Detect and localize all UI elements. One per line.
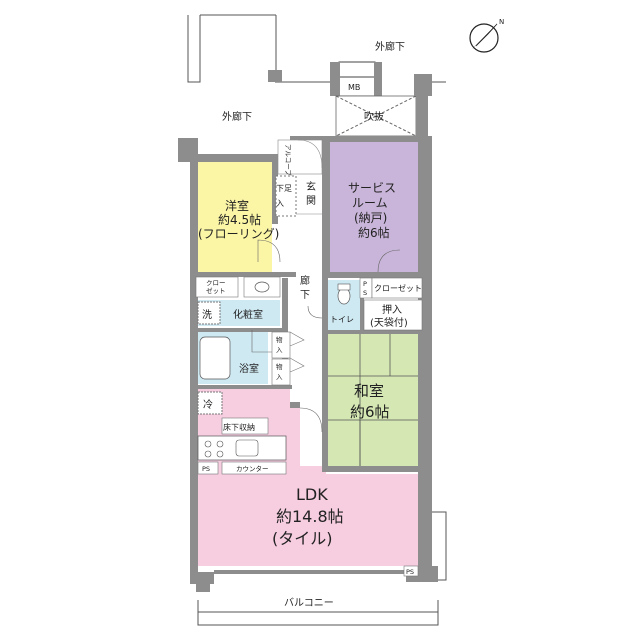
ps-label-s: S	[363, 289, 367, 297]
counter-bar	[221, 461, 287, 475]
underfloor-storage	[221, 417, 269, 435]
underfloor-label: 床下収納	[223, 422, 255, 432]
ps-box-balcony	[403, 565, 419, 577]
meter-box: MB	[330, 61, 382, 97]
kitchen-counter	[197, 435, 287, 461]
storage-1	[271, 331, 291, 359]
bathtub-icon	[199, 336, 231, 380]
service-room-name-1: サービス	[348, 181, 396, 195]
shoe-cabinet	[275, 175, 297, 217]
entrance-label-1: 玄	[306, 180, 316, 193]
western-room	[196, 162, 272, 272]
ldk-floor: (タイル)	[272, 529, 333, 548]
service-room-note: (納戸)	[354, 211, 387, 225]
storage-2-label-a: 物	[276, 362, 283, 371]
north-arrow-icon: N	[469, 18, 504, 53]
ps-label-kitchen: PS	[202, 465, 210, 473]
stove-icon	[204, 440, 224, 458]
washer-label: 洗	[202, 309, 212, 321]
service-room-size: 約6帖	[358, 225, 390, 240]
western-room-name: 洋室	[225, 198, 249, 213]
fridge-space	[197, 391, 223, 415]
vanity-sink	[243, 276, 281, 298]
corridor-label-left: 外廊下	[222, 110, 252, 123]
service-room	[330, 140, 418, 274]
toilet-tank-icon	[337, 283, 351, 291]
shoe-label-2: 入	[276, 199, 284, 208]
sink-icon	[254, 281, 270, 293]
service-door-swing	[377, 249, 401, 273]
void-label: 吹抜	[364, 110, 384, 123]
counter-label: カウンター	[236, 464, 269, 473]
service-room-name-2: ルーム	[352, 196, 388, 210]
western-room-floor: (フローリング)	[198, 227, 279, 241]
closet-left-label-2: ゼット	[206, 286, 226, 295]
japanese-room-name: 和室	[354, 382, 384, 400]
ps-label-p: P	[363, 280, 367, 288]
storage-2-label-b: 入	[276, 373, 283, 381]
toilet-label: トイレ	[330, 315, 354, 324]
washer-space	[197, 301, 221, 325]
tatami-lines	[326, 334, 422, 466]
corridor-label-top: 外廊下	[375, 40, 405, 53]
closet-right	[371, 277, 423, 299]
walls	[178, 136, 438, 592]
storage-doors	[289, 331, 305, 373]
oshiire	[363, 299, 423, 331]
north-label: N	[499, 18, 504, 26]
wall-pillar	[268, 70, 282, 82]
bath-label: 浴室	[239, 362, 259, 375]
closet-left	[195, 276, 239, 298]
alcove-label: アルコーブ	[284, 144, 293, 176]
ps-box-kitchen	[197, 461, 219, 475]
balcony-label: バルコニー	[284, 597, 334, 609]
tenbukuro-label: (天袋付)	[370, 316, 408, 329]
entrance-label-2: 関	[306, 195, 316, 207]
oshiire-label: 押入	[382, 303, 402, 316]
japanese-room-size: 約6帖	[350, 403, 390, 421]
western-door-swing	[257, 239, 281, 263]
vanity-label: 化粧室	[233, 308, 263, 321]
fridge-label: 冷	[203, 398, 213, 411]
corridor-label-2: 下	[300, 290, 310, 301]
entrance-door-swing	[297, 139, 323, 169]
ldk-size: 約14.8帖	[276, 507, 344, 526]
western-room-size: 約4.5帖	[218, 212, 261, 227]
closet-left-label-1: クロー	[206, 279, 226, 287]
storage-1-label-a: 物	[276, 335, 283, 344]
meter-box-label: MB	[348, 83, 360, 92]
storage-1-label-b: 入	[276, 346, 283, 354]
kitchen-sink-icon	[235, 439, 259, 457]
toilet-icon	[337, 287, 351, 305]
ldk-name: LDK	[296, 485, 328, 504]
japanese-room	[326, 334, 422, 466]
ps-label-balcony: PS	[406, 568, 414, 576]
japanese-door-swing	[299, 407, 323, 433]
closet-right-label: クローゼット	[374, 283, 422, 293]
corridor-label-1: 廊	[300, 274, 310, 287]
toilet-door-swing	[307, 305, 323, 319]
shoe-label-1: 下足	[276, 184, 292, 193]
